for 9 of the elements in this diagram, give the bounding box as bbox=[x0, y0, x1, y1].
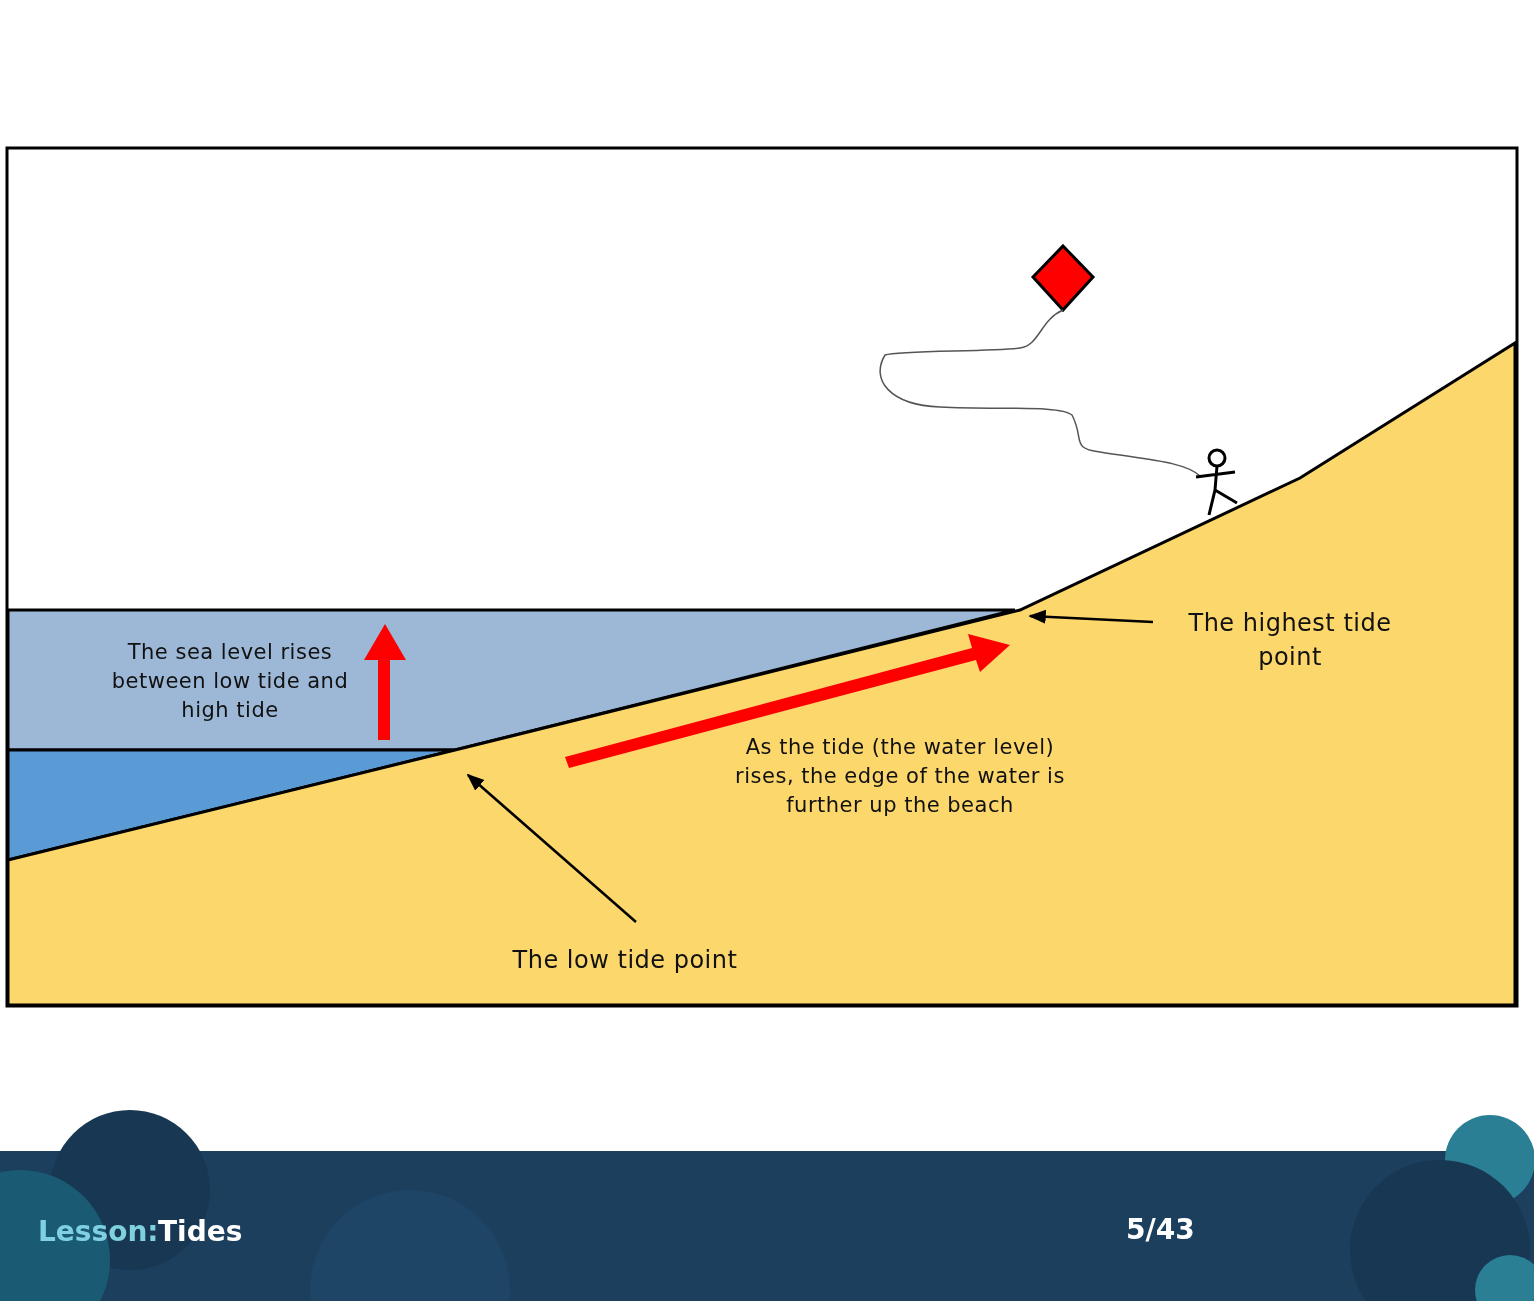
page-counter: 5/43 bbox=[1126, 1213, 1195, 1246]
leader-line bbox=[1028, 609, 1154, 624]
leader-line bbox=[466, 773, 637, 923]
lesson-label: Lesson: bbox=[38, 1215, 159, 1248]
annotation-text: As the tide (the water level) rises, the edge of the water is further up the beach bbox=[734, 734, 1066, 819]
annotation-text: The sea level rises between low tide and high tide bbox=[110, 639, 350, 724]
callout-label: The low tide point bbox=[490, 943, 760, 977]
lesson-title: Tides bbox=[158, 1215, 243, 1248]
callout-label: The highest tide point bbox=[1170, 606, 1410, 674]
